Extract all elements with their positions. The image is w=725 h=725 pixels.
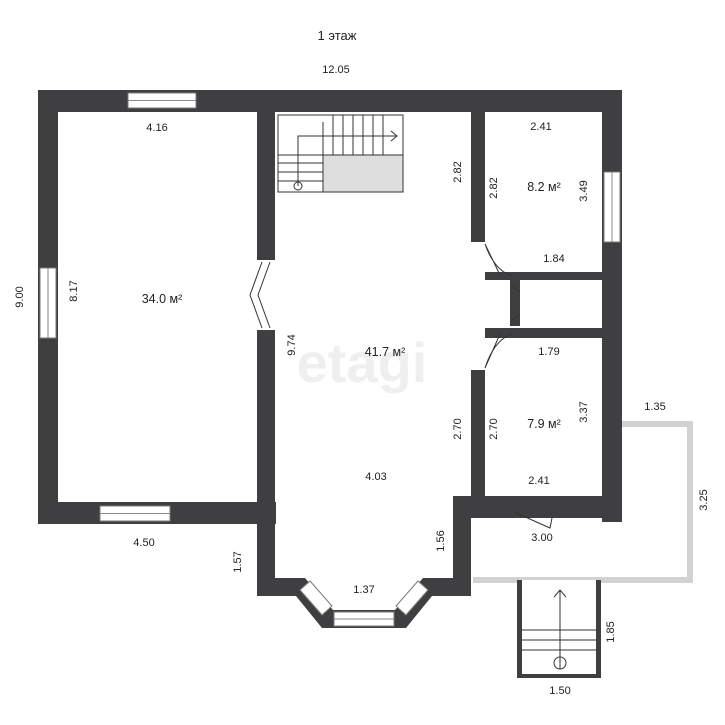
dim-room-bottom-left: 2.70 (488, 418, 500, 439)
living-hall-wall-lower (257, 330, 275, 524)
dim-living-bottom: 4.50 (133, 537, 154, 549)
entrance-steps (517, 580, 601, 678)
dim-vestibule-left: 1.57 (232, 551, 244, 572)
dim-room-top-right: 3.49 (578, 180, 590, 201)
window-bay-left (299, 580, 333, 616)
room-top-right-area: 8.2 м² (527, 180, 561, 194)
door-swing-icon (249, 261, 271, 329)
window-top (127, 92, 197, 109)
dim-room-top-bottom: 1.84 (543, 253, 564, 265)
dim-room-top-left: 2.82 (488, 177, 500, 198)
stair-arrow-icon (293, 130, 398, 191)
closet-wall (510, 280, 520, 326)
living-hall-wall-upper (257, 112, 275, 260)
dim-bay: 1.37 (353, 584, 374, 596)
watermark: etagi (297, 331, 428, 394)
dim-overall-width: 12.05 (322, 64, 350, 76)
stair-arrow-icon (553, 589, 567, 670)
dim-hall-height: 9.74 (286, 334, 298, 355)
dim-hall-width: 4.03 (365, 471, 386, 483)
room-bottom-top-wall (485, 328, 602, 338)
interior-staircase (277, 114, 404, 193)
dim-room-top-width: 2.41 (530, 121, 551, 133)
window-left (39, 267, 57, 339)
dim-entrance: 3.00 (531, 532, 552, 544)
dim-living-top: 4.16 (146, 122, 167, 134)
dim-terrace-width: 1.35 (644, 401, 665, 413)
room-top-bottom-wall (485, 272, 602, 280)
right-bottom-wall (455, 496, 622, 518)
door-swing-icon (484, 243, 553, 529)
window-right (603, 171, 621, 243)
right-wall (602, 90, 622, 522)
dim-room-bottom-right: 3.37 (578, 401, 590, 422)
dim-steps-length: 1.85 (605, 621, 617, 642)
room-bottom-right-area: 7.9 м² (527, 417, 561, 431)
living-area: 34.0 м² (142, 292, 183, 306)
dim-steps-width: 1.50 (549, 685, 570, 697)
interior-walls (257, 112, 602, 524)
room-top-left-wall (471, 112, 485, 242)
dim-hall-right-upper: 2.82 (452, 161, 464, 182)
dim-room-bottom-top: 1.79 (538, 346, 559, 358)
dim-terrace-height: 3.25 (698, 489, 710, 510)
hall-area: 41.7 м² (365, 345, 406, 359)
window-bay-right (395, 580, 429, 616)
top-wall (38, 90, 622, 112)
dim-room-bottom-width: 2.41 (528, 475, 549, 487)
dim-overall-height: 9.00 (14, 286, 26, 307)
window-bottom (99, 505, 171, 522)
room-bottom-left-wall (471, 370, 485, 516)
dim-vestibule-right: 1.56 (435, 530, 447, 551)
floor-title: 1 этаж (318, 28, 357, 43)
dim-living-height: 8.17 (68, 280, 80, 301)
dim-hall-right-lower: 2.70 (452, 418, 464, 439)
vestibule-right-wall (453, 496, 471, 596)
vestibule-left-wall (257, 502, 275, 596)
window-bay-front (333, 611, 395, 627)
